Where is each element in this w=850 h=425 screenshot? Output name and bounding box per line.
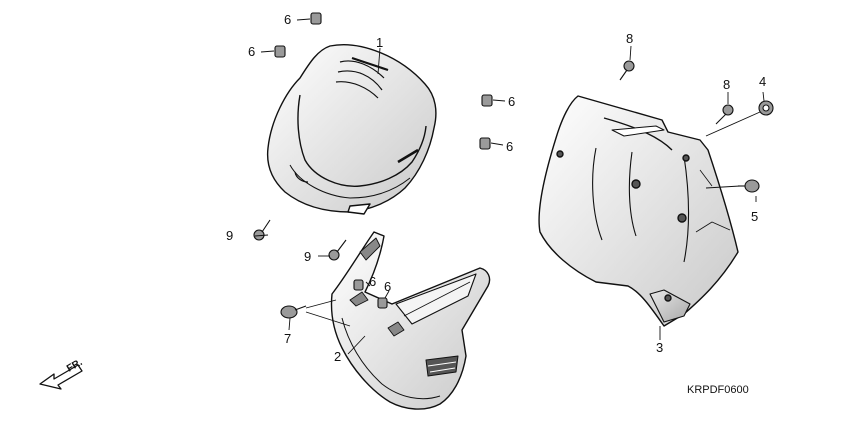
- callout-1: 1: [376, 35, 383, 50]
- direction-label: FR.: [65, 357, 85, 375]
- callout-6: 6: [384, 279, 391, 294]
- callout-2: 2: [334, 349, 341, 364]
- callout-8: 8: [626, 31, 633, 46]
- callout-5: 5: [751, 209, 758, 224]
- callout-6: 6: [508, 94, 515, 109]
- diagram-code: KRPDF0600: [687, 384, 749, 396]
- callout-6: 6: [284, 12, 291, 27]
- callout-6: 6: [369, 274, 376, 289]
- callout-labels: 1 2 3 4 5 6 6 6 6 6 6 7 8 8 9 9: [226, 12, 766, 364]
- callout-7: 7: [284, 331, 291, 346]
- callout-6: 6: [506, 139, 513, 154]
- callout-3: 3: [656, 340, 663, 355]
- callout-8: 8: [723, 77, 730, 92]
- screw: [253, 60, 734, 261]
- bolt: [280, 100, 774, 319]
- callout-4: 4: [759, 74, 766, 89]
- callout-9: 9: [226, 228, 233, 243]
- leader-line: [254, 18, 765, 355]
- front-direction-arrow: FR.: [39, 357, 85, 390]
- callout-6: 6: [248, 44, 255, 59]
- inner-panel-part: [330, 231, 491, 410]
- front-cover-part: [266, 44, 437, 215]
- inner-cover-part: [538, 95, 739, 327]
- callout-9: 9: [304, 249, 311, 264]
- clip-nut: [274, 12, 493, 309]
